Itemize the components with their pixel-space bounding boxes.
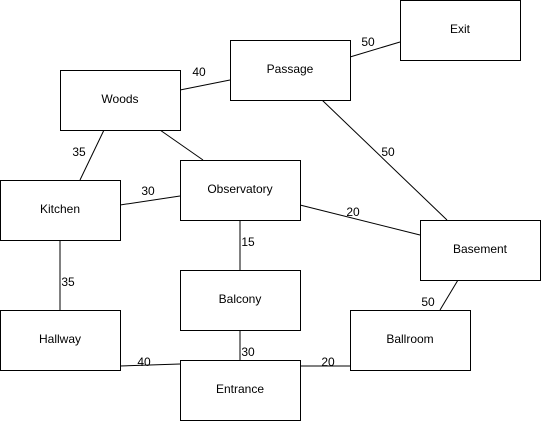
- node-box-woods: [60, 70, 181, 131]
- node-basement: Basement: [420, 220, 541, 281]
- edge-weight-kitchen-observatory: 30: [141, 184, 155, 198]
- edge-woods-kitchen: [79, 129, 105, 181]
- edge-weight-kitchen-hallway: 35: [61, 275, 75, 289]
- edge-weight-woods-passage: 40: [192, 65, 206, 79]
- edge-woods-observatory: [159, 129, 204, 161]
- edge-passage-exit: [349, 41, 401, 58]
- node-label-woods: Woods: [101, 92, 138, 106]
- edge-weight-ballroom-entrance: 20: [321, 355, 335, 369]
- node-ballroom: Ballroom: [350, 310, 471, 371]
- node-label-entrance: Entrance: [216, 382, 264, 396]
- edge-weight-passage-basement: 50: [381, 145, 395, 159]
- edge-kitchen-observatory: [119, 195, 181, 206]
- node-box-kitchen: [0, 180, 121, 241]
- edge-weight-hallway-entrance: 40: [137, 355, 151, 369]
- edge-weight-basement-ballroom: 50: [421, 295, 435, 309]
- edge-passage-basement: [321, 99, 448, 221]
- node-box-entrance: [180, 360, 301, 421]
- node-passage: Passage: [230, 40, 351, 101]
- node-woods: Woods: [60, 70, 181, 131]
- node-label-observatory: Observatory: [207, 182, 272, 196]
- node-hallway: Hallway: [0, 310, 121, 371]
- edge-basement-ballroom: [439, 279, 459, 311]
- node-box-ballroom: [350, 310, 471, 371]
- node-balcony: Balcony: [180, 270, 301, 331]
- node-label-basement: Basement: [453, 242, 508, 256]
- edge-woods-passage: [179, 79, 231, 91]
- node-label-ballroom: Ballroom: [386, 332, 433, 346]
- node-entrance: Entrance: [180, 360, 301, 421]
- node-exit: Exit: [400, 0, 521, 61]
- node-box-hallway: [0, 310, 121, 371]
- node-label-passage: Passage: [267, 62, 314, 76]
- node-label-kitchen: Kitchen: [40, 202, 80, 216]
- node-observatory: Observatory: [180, 160, 301, 221]
- node-box-basement: [420, 220, 541, 281]
- edge-hallway-entrance: [119, 363, 181, 367]
- node-label-balcony: Balcony: [219, 292, 262, 306]
- edge-weight-balcony-entrance: 30: [241, 345, 255, 359]
- edge-weight-observatory-basement: 20: [346, 205, 360, 219]
- edge-weight-passage-exit: 50: [361, 35, 375, 49]
- node-box-balcony: [180, 270, 301, 331]
- node-label-exit: Exit: [450, 22, 471, 36]
- node-kitchen: Kitchen: [0, 180, 121, 241]
- node-box-passage: [230, 40, 351, 101]
- node-box-exit: [400, 0, 521, 61]
- edges-layer: 50 40 50 35 30 20 15 35 50 30 40 20: [59, 35, 459, 369]
- node-box-observatory: [180, 160, 301, 221]
- edge-observatory-basement: [299, 204, 421, 236]
- edge-weight-woods-kitchen: 35: [72, 145, 86, 159]
- edge-weight-observatory-balcony: 15: [241, 235, 255, 249]
- node-label-hallway: Hallway: [39, 332, 81, 346]
